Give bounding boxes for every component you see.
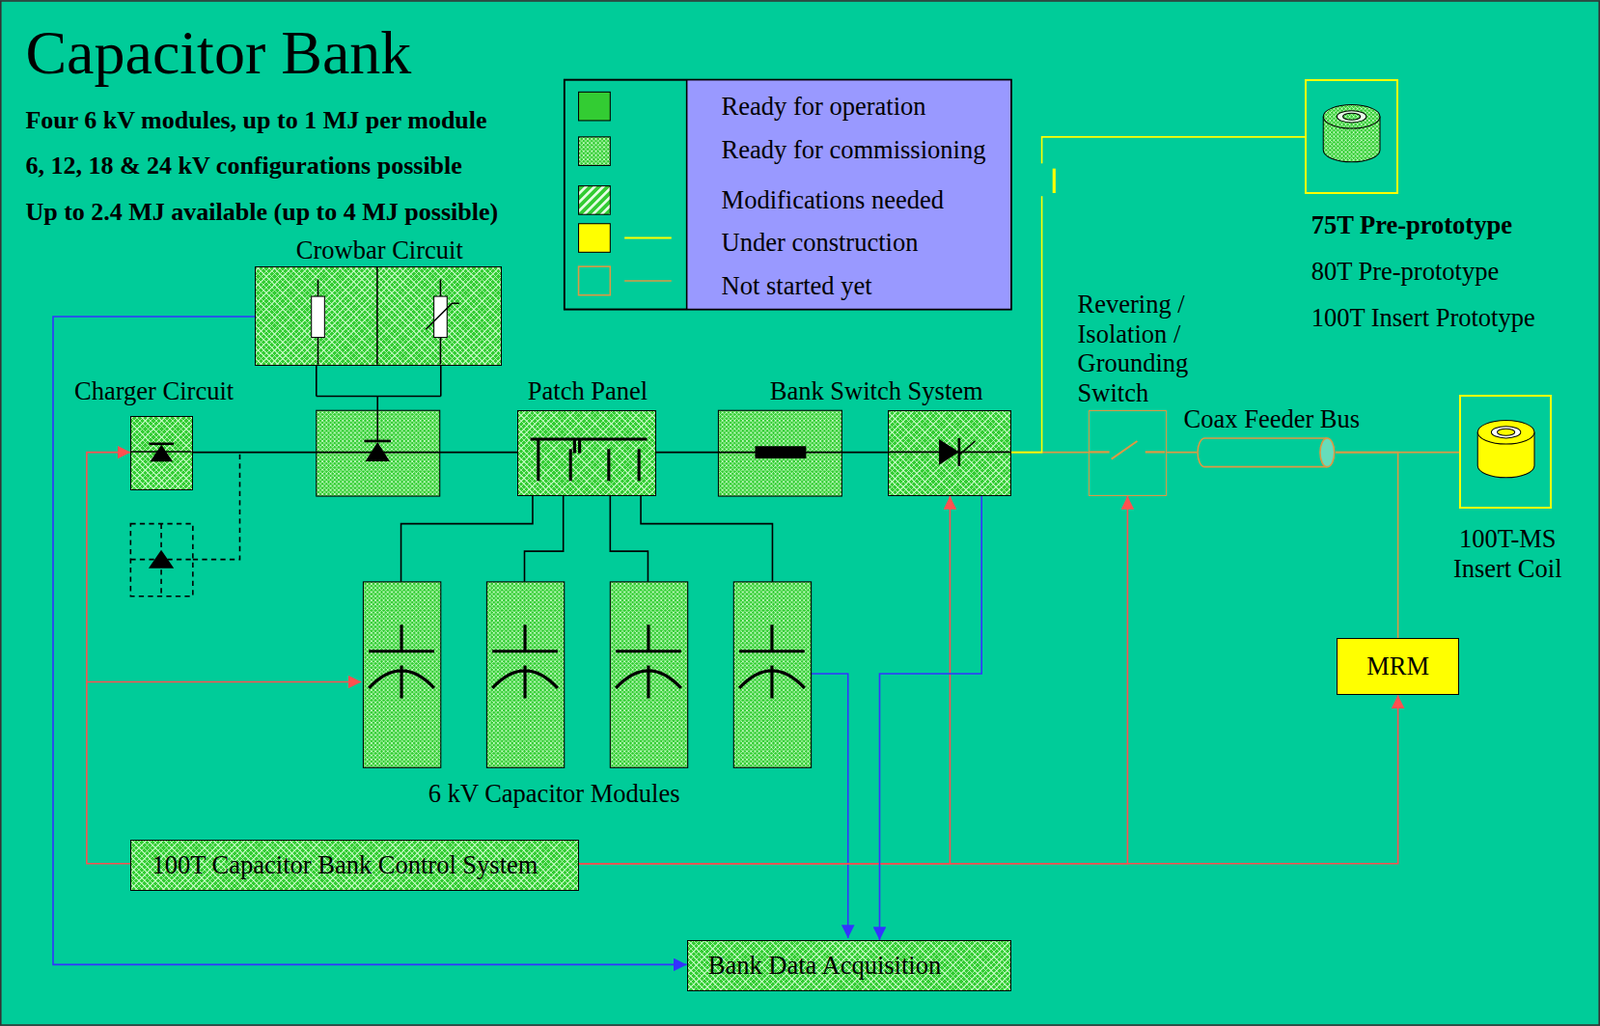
mrm-box: MRM [1336,637,1460,695]
box-heading: 100T Insert Prototype [1311,303,1598,332]
page-title: Capacitor Bank [25,17,412,89]
patch-wire [401,496,773,582]
connector [53,316,688,965]
capacitor-module [362,581,441,768]
coax-feeder: Coax Feeder Bus [1196,437,1336,469]
component-symbol [1089,411,1165,496]
legend-text: Ready for operation [721,91,927,121]
capacitor-modules [362,581,811,768]
connector [579,496,1129,864]
resistor-box [717,410,842,497]
box-text: 100T Capacitor Bank Control System [151,850,538,880]
component-symbol [888,411,1011,496]
legend-swatch [579,223,611,253]
isolation-switch-box: Revering / Isolation / Grounding Switch [1088,410,1166,497]
connector [1335,452,1399,638]
connector [86,452,131,864]
signal-line [811,673,849,938]
patch-panel-box: Patch Panel [517,410,657,497]
legend-swatch [579,91,611,121]
crowbar-wire [316,365,442,412]
legend-text: Under construction [721,227,919,257]
legend-line-sample [624,236,672,239]
diode-box [316,410,441,497]
connector [579,694,1399,863]
box-heading: Charger Circuit [52,376,256,406]
spec-note: Four 6 kV modules, up to 1 MJ per module [25,106,487,136]
prototype-coil-box: 75T Pre-prototype80T Pre-prototype100T I… [1304,79,1398,194]
thyristor-switch-box: Bank Switch System [887,410,1012,497]
legend-swatch [579,186,611,216]
box-heading: 75T Pre-prototype [1311,210,1598,240]
box-heading: Bank Switch System [753,376,999,406]
component-symbol [518,411,656,496]
capacitor-module [733,581,811,768]
spec-note: Up to 2.4 MJ available (up to 4 MJ possi… [25,197,498,227]
legend-panel [564,80,1012,310]
legend-text: Modifications needed [721,185,944,215]
legend-text: Not started yet [721,271,873,301]
legend-swatch [579,266,611,296]
component-symbol [131,416,193,489]
legend-text: Ready for commissioning [721,135,987,165]
charger-box: Charger Circuit [130,415,194,490]
control-system-box: 100T Capacitor Bank Control System [130,839,579,891]
group-label: 6 kV Capacitor Modules [428,778,681,808]
legend-line-sample [624,279,672,282]
connector [1166,451,1198,454]
crowbar-box: Crowbar Circuit [254,266,502,366]
switch-gap [1034,163,1054,196]
component-symbol [1461,396,1550,506]
capacitor-module [609,581,688,768]
data-acquisition-box: Bank Data Acquisition [687,939,1012,992]
box-text: MRM [1366,651,1430,681]
box-heading: Crowbar Circuit [255,235,503,265]
component-symbol [1306,81,1396,192]
box-heading: 80T Pre-prototype [1311,256,1598,286]
box-heading: 100T-MS Insert Coil [1432,524,1582,583]
box-text: Bank Data Acquisition [708,950,941,980]
box-heading: Coax Feeder Bus [1184,404,1409,434]
insert-coil-box: 100T-MS Insert Coil [1459,394,1552,508]
box-heading: Patch Panel [475,376,701,406]
capacitor-module [486,581,564,768]
box-heading: Revering / Isolation / Grounding Switch [1077,289,1201,408]
component-symbol [1196,437,1336,469]
legend-swatch [579,137,611,166]
spec-note: 6, 12, 18 & 24 kV configurations possibl… [25,151,462,181]
connector [879,496,982,940]
connector [579,496,951,864]
component-symbol [255,267,501,365]
control-line [86,681,361,684]
